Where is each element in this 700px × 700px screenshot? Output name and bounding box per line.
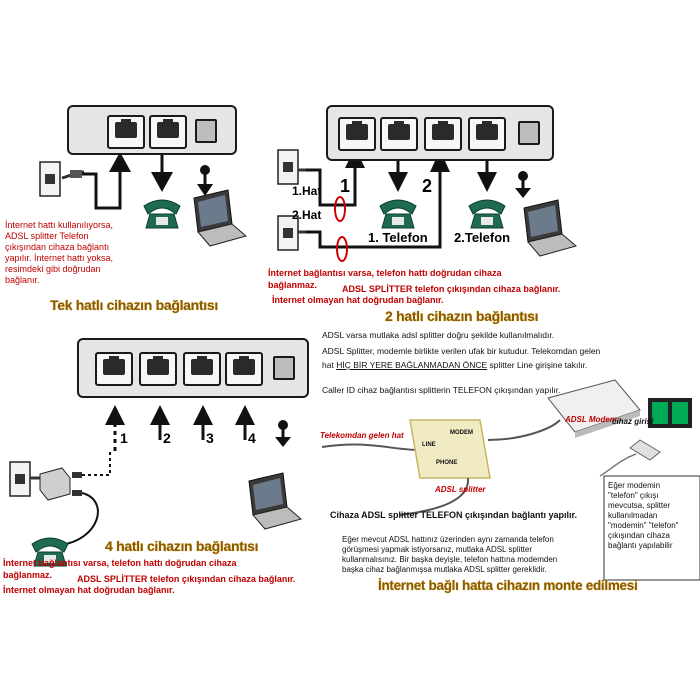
adsl-info-3: hat HİÇ BİR YERE BAĞLANMADAN ÖNCE splitt… — [322, 360, 588, 370]
usb-port — [518, 121, 540, 145]
adsl-splitter-label: ADSL splitter — [435, 485, 486, 494]
telephone-icon-2 — [468, 199, 506, 229]
port-label-4: 4 — [248, 430, 256, 446]
wall-jack-3 — [9, 461, 31, 497]
splitter-phone-label: PHONE — [436, 460, 458, 466]
device-four-line — [77, 338, 309, 398]
adsl-modem-label: ADSL Modem — [565, 415, 617, 424]
adsl-info-2: ADSL Splitter, modemle birlikte verilen … — [322, 346, 601, 356]
internet-line-caption: İnternet bağlı hatta cihazın monte edilm… — [378, 578, 638, 593]
phone-1-label: 1. Telefon — [368, 230, 428, 245]
port-2 — [139, 352, 177, 386]
port-1 — [95, 352, 133, 386]
line-1-label: 1.Hat — [292, 184, 322, 198]
port-4 — [225, 352, 263, 386]
port-2 — [149, 115, 187, 149]
single-line-caption: Tek hatlı cihazın bağlantısı — [50, 297, 218, 313]
four-line-caption: 4 hatlı cihazın bağlantısı — [105, 538, 259, 554]
splitter-phone-connection: Cihaza ADSL splitter TELEFON çıkışından … — [330, 510, 578, 520]
laptop-icon-2 — [523, 199, 577, 257]
adsl-info-1: ADSL varsa mutlaka adsl splitter doğru ş… — [322, 330, 555, 340]
port-1 — [338, 117, 376, 151]
device-input-label: cihaz girişi — [612, 417, 654, 426]
splitter-modem-label: MODEM — [450, 430, 473, 436]
port-3 — [424, 117, 462, 151]
telekom-label: Telekomdan gelen hat — [320, 431, 404, 440]
wall-jack-2a — [277, 149, 299, 185]
port-label-2: 2 — [163, 430, 171, 446]
arrow-label-2: 2 — [422, 176, 433, 196]
phone-2-label: 2.Telefon — [454, 230, 511, 245]
line-2-label: 2.Hat — [292, 208, 322, 222]
two-line-caption: 2 hatlı cihazın bağlantısı — [385, 308, 539, 324]
arrow-label-1: 1 — [340, 176, 351, 196]
port-4 — [468, 117, 506, 151]
telephone-icon-1 — [379, 199, 417, 229]
modem-phone-note: Eğer modemin "telefon" çıkışı mevcutsa, … — [608, 481, 679, 550]
splitter-line-label: LINE — [422, 442, 436, 448]
port-label-3: 3 — [206, 430, 214, 446]
single-line-note: İnternet hattı kullanılıyorsa, ADSL spli… — [5, 220, 114, 285]
wall-jack-1 — [39, 161, 61, 197]
usb-port — [195, 119, 217, 143]
device-single-line — [67, 105, 237, 155]
laptop-icon-3 — [248, 472, 302, 530]
laptop-icon — [193, 189, 247, 247]
device-two-line — [326, 105, 554, 161]
port-label-1: 1 — [120, 430, 128, 446]
caller-id-info: Caller ID cihaz bağlantısı splitterin TE… — [322, 385, 561, 395]
splitter-usage-paragraph: Eğer mevcut ADSL hattınız üzerinden aynı… — [342, 535, 558, 574]
port-3 — [183, 352, 221, 386]
port-2 — [380, 117, 418, 151]
usb-port — [273, 356, 295, 380]
port-1 — [107, 115, 145, 149]
